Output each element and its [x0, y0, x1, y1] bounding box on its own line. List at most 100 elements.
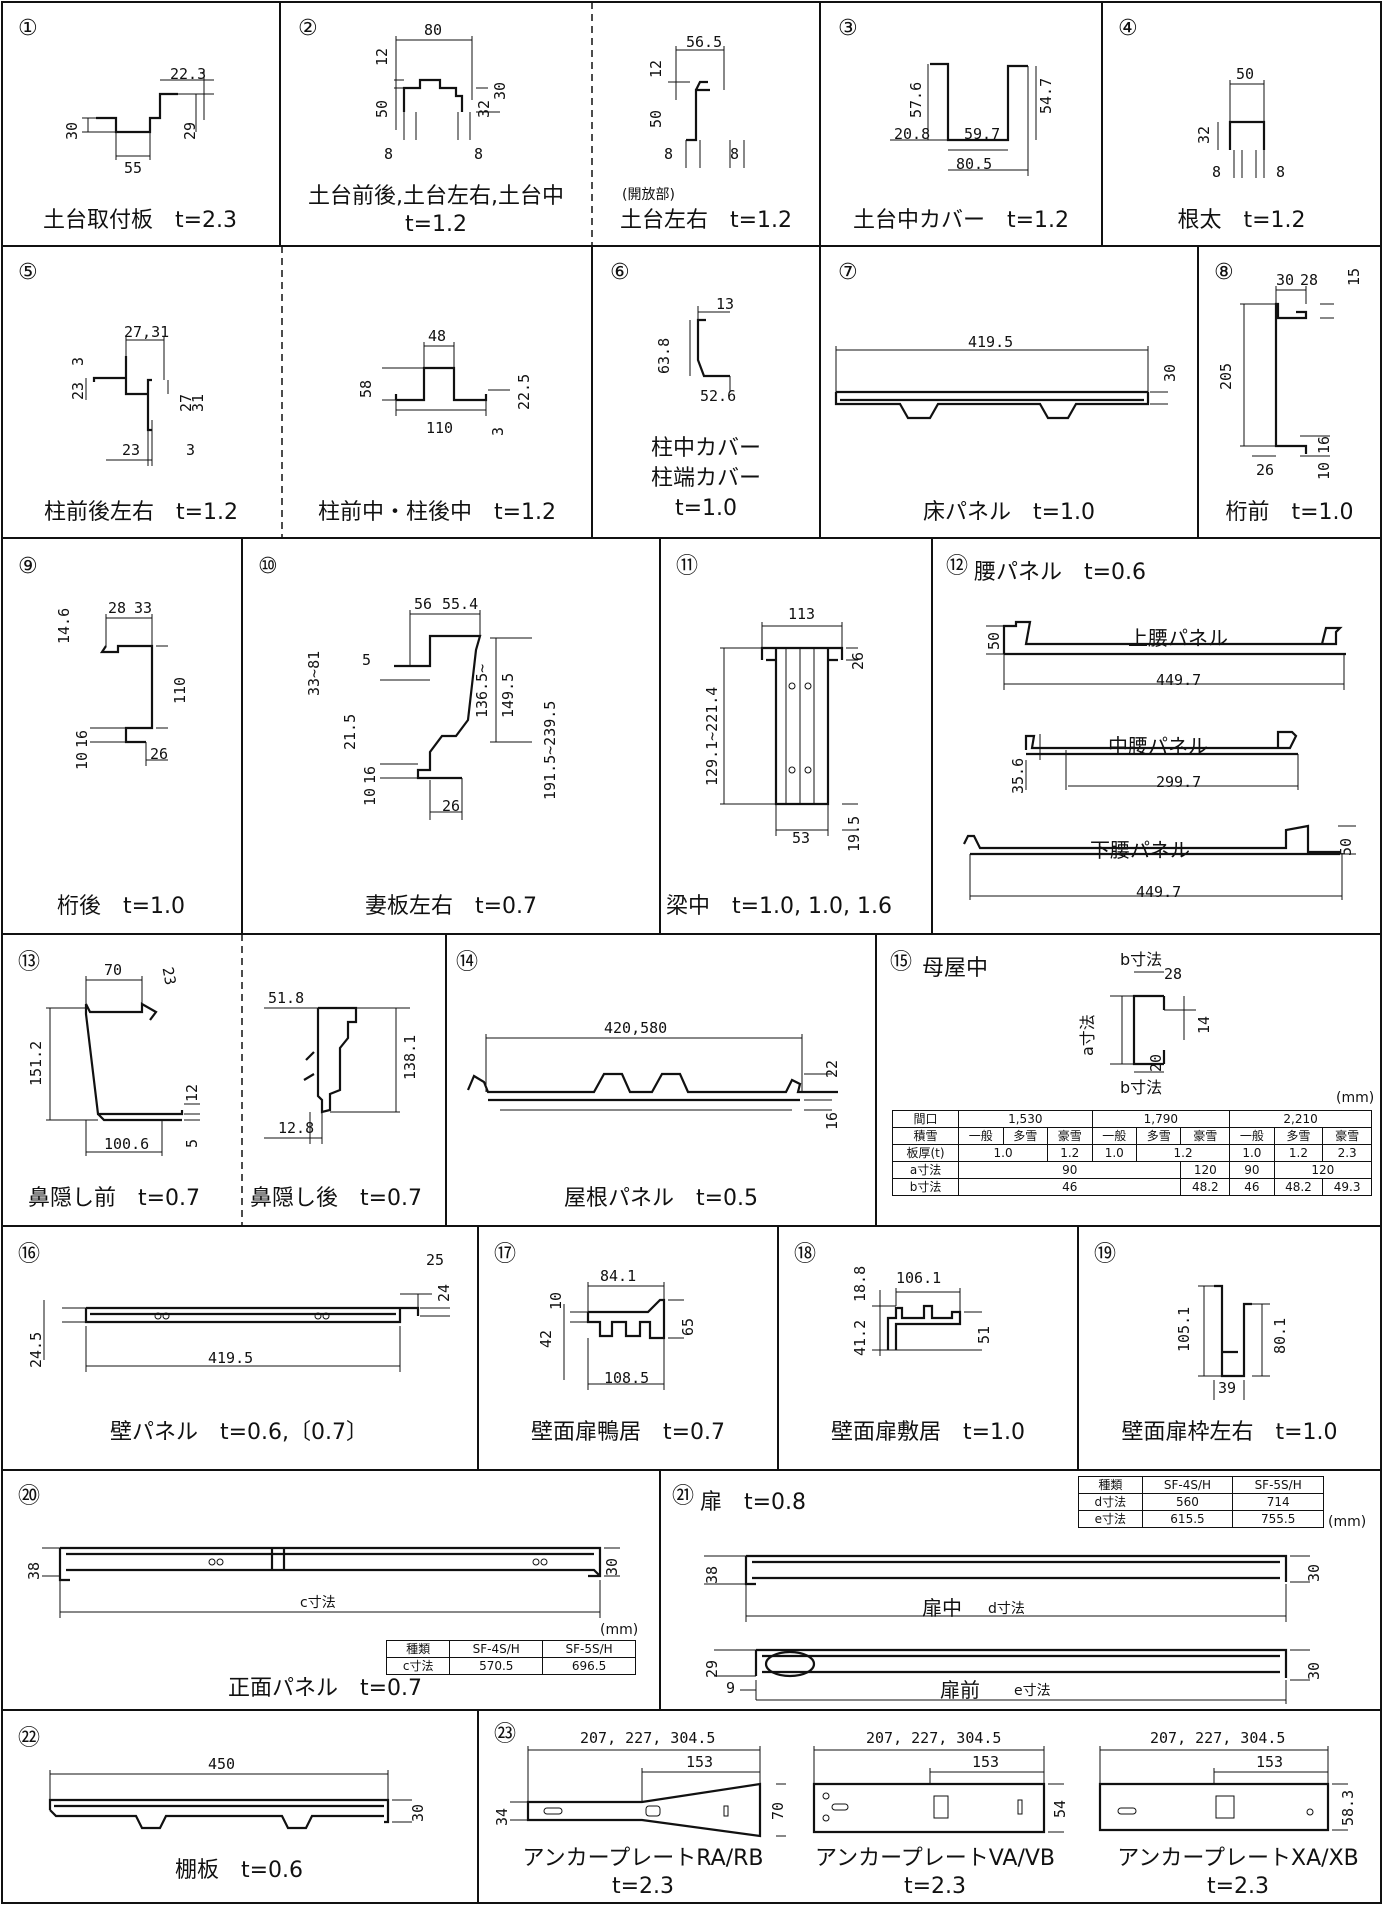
dim-label: 55 [124, 159, 143, 177]
shelf-board-profile [48, 1770, 412, 1830]
table-cell: 多雪 [1273, 1127, 1324, 1145]
part-caption: t=1.0 [674, 496, 738, 521]
front-panel-spec-table: 種類 SF-4S/H SF-5S/H c寸法 570.5 696.5 [385, 1640, 636, 1675]
dim-label: 8 [1276, 163, 1286, 181]
item-number: ② [298, 16, 318, 41]
dim-label: 25 [426, 1251, 445, 1269]
base-side-open-profile [668, 46, 745, 168]
dim-label: 55.4 [442, 595, 479, 613]
front-panel-profile [42, 1546, 620, 1618]
wall-panel-profile [43, 1293, 450, 1372]
c-dimension-label: c寸法 [300, 1595, 336, 1611]
item-number: ⑦ [838, 260, 858, 285]
dim-label: 26 [1256, 461, 1275, 479]
part-caption: 梁中 t=1.0, 1.0, 1.6 [666, 894, 892, 919]
dim-label: 28 [108, 599, 127, 617]
dim-label: 8 [730, 145, 740, 163]
dim-label: 9 [726, 1679, 736, 1697]
part-caption: 壁面扉鴨居 t=0.7 [530, 1420, 726, 1445]
dim-label: 100.6 [104, 1135, 150, 1153]
item-number: ⑱ [794, 1242, 817, 1267]
opening-note: (開放部) [622, 187, 675, 203]
dim-label: 30 [1276, 271, 1295, 289]
girder-front-profile [1240, 286, 1334, 457]
dim-label: 153 [1256, 1753, 1284, 1771]
lower-waist-panel-label: 下腰パネル [1090, 838, 1190, 862]
part-caption: t=2.3 [1206, 1874, 1270, 1899]
dim-label: 34 [493, 1807, 511, 1826]
item-number: ⑮ [890, 950, 913, 975]
table-cell: b寸法 [891, 1178, 960, 1196]
dim-label: 12.8 [278, 1119, 315, 1137]
dim-label: 299.7 [1156, 773, 1202, 791]
part-caption: 屋根パネル t=0.5 [563, 1186, 759, 1211]
dim-label: 108.5 [604, 1369, 650, 1387]
part-caption: 土台左右 t=1.2 [619, 208, 793, 233]
item-number: ⑯ [18, 1242, 41, 1267]
dim-label: 70 [104, 961, 123, 979]
dim-label: 26 [442, 797, 461, 815]
dim-label: 54 [1051, 1799, 1069, 1818]
table-cell: 48.2 [1273, 1178, 1324, 1196]
base-beam-profile [394, 36, 500, 140]
column-profile [85, 336, 169, 466]
table-header: 種類 [1078, 1476, 1143, 1494]
part-caption: 柱中カバー [650, 436, 761, 461]
b-dimension-label: b寸法 [1120, 950, 1163, 969]
joist-profile [1217, 80, 1266, 178]
part-caption: 壁面扉枠左右 t=1.0 [1121, 1420, 1338, 1445]
dim-label: 59.7 [964, 125, 1001, 143]
upper-waist-panel-label: 上腰パネル [1128, 626, 1228, 650]
table-header: 種類 [385, 1640, 451, 1658]
table-cell: 615.5 [1141, 1510, 1234, 1528]
dim-label: 3 [186, 441, 196, 459]
dim-label: 153 [972, 1753, 1000, 1771]
base-center-cover-profile [890, 62, 1037, 176]
dim-label: 84.1 [600, 1267, 637, 1285]
part-caption: 鼻隠し前 t=0.7 [28, 1186, 201, 1211]
dim-label: 207, 227, 304.5 [580, 1729, 716, 1747]
item-number: ⑨ [18, 554, 38, 579]
table-cell: 120 [1273, 1161, 1373, 1179]
dim-label: 106.1 [896, 1269, 942, 1287]
item-number: ⑪ [676, 554, 699, 579]
dim-label: 80.5 [956, 155, 993, 173]
part-caption: アンカープレートXA/XB [1117, 1846, 1359, 1871]
purlin-title: 母屋中 [922, 956, 989, 981]
item-number: ⑰ [494, 1242, 517, 1267]
dim-label: 33 [134, 599, 153, 617]
item-number: ③ [838, 16, 858, 41]
table-cell: d寸法 [1078, 1493, 1143, 1511]
purlin-profile [1110, 971, 1196, 1073]
item-number: ① [18, 16, 38, 41]
part-caption: 柱端カバー [650, 466, 761, 491]
beam-center-profile [720, 622, 858, 836]
table-cell: 46 [958, 1178, 1182, 1196]
gable-board-profile [380, 610, 532, 820]
part-caption: 土台前後,土台左右,土台中 [308, 184, 564, 209]
dim-label: 56 [414, 595, 433, 613]
dim-label: 51.8 [268, 989, 305, 1007]
dim-label: 8 [664, 145, 674, 163]
table-cell: 豪雪 [1322, 1127, 1372, 1145]
unit-label: (mm) [600, 1622, 639, 1638]
table-cell: 696.5 [542, 1657, 636, 1675]
door-profiles [704, 1554, 1310, 1704]
part-caption: 正面パネル t=0.7 [228, 1676, 423, 1701]
column-cover-profile [689, 306, 731, 392]
table-cell: 49.3 [1322, 1178, 1372, 1196]
dim-label: 207, 227, 304.5 [866, 1729, 1002, 1747]
dim-label: 28 [1300, 271, 1319, 289]
door-spec-table: 種類 SF-4S/H SF-5S/H d寸法 560 714 e寸法 615.5… [1078, 1476, 1324, 1528]
part-caption: 桁後 t=1.0 [56, 894, 186, 919]
b-dimension-label: b寸法 [1120, 1078, 1163, 1097]
dim-label: 50 [1236, 65, 1255, 83]
unit-label: (mm) [1336, 1090, 1375, 1106]
part-caption: t=2.3 [903, 1874, 967, 1899]
dim-label: 419.5 [208, 1349, 254, 1367]
table-cell: 46 [1229, 1178, 1275, 1196]
item-number: ⑥ [610, 260, 630, 285]
dim-label: 52.6 [700, 387, 737, 405]
item-number: ⑬ [18, 950, 41, 975]
